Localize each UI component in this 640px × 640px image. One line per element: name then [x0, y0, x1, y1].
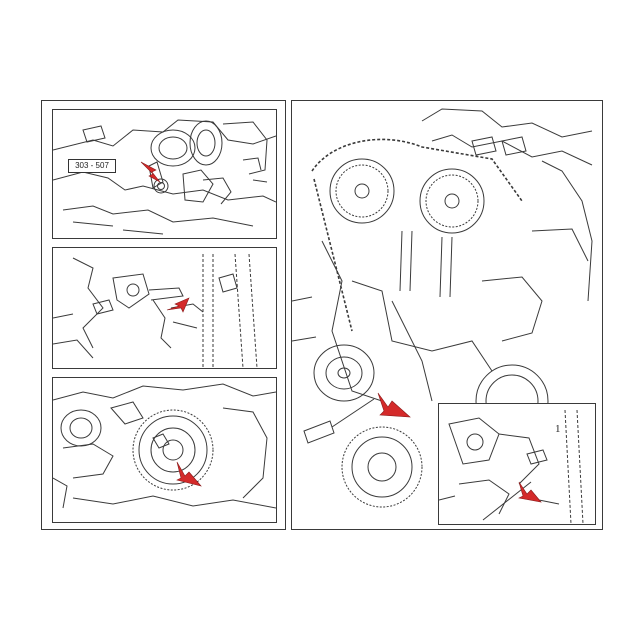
red-pointer-arrow-icon — [140, 161, 161, 183]
engine-timing-drawing — [292, 108, 593, 508]
step-3-illustration — [52, 377, 277, 523]
red-pointer-arrow-icon — [176, 461, 202, 487]
inset-drawing — [439, 409, 584, 524]
step-1-drawing — [53, 119, 276, 235]
step-3-drawing — [53, 383, 276, 509]
tool-reference-label: 303 - 507 — [68, 159, 116, 173]
red-pointer-arrow-icon — [377, 392, 411, 418]
inset-marker-label: 1 — [555, 423, 561, 435]
right-panel: 1 — [291, 100, 603, 530]
red-pointer-arrow-icon — [166, 297, 190, 313]
step-2-drawing — [53, 253, 258, 368]
step-2-illustration — [52, 247, 277, 369]
red-pointer-arrow-icon — [518, 481, 542, 503]
inset-detail: 1 — [438, 403, 596, 525]
step-1-illustration: 303 - 507 — [52, 109, 277, 239]
left-panel: 303 - 507 — [41, 100, 286, 530]
